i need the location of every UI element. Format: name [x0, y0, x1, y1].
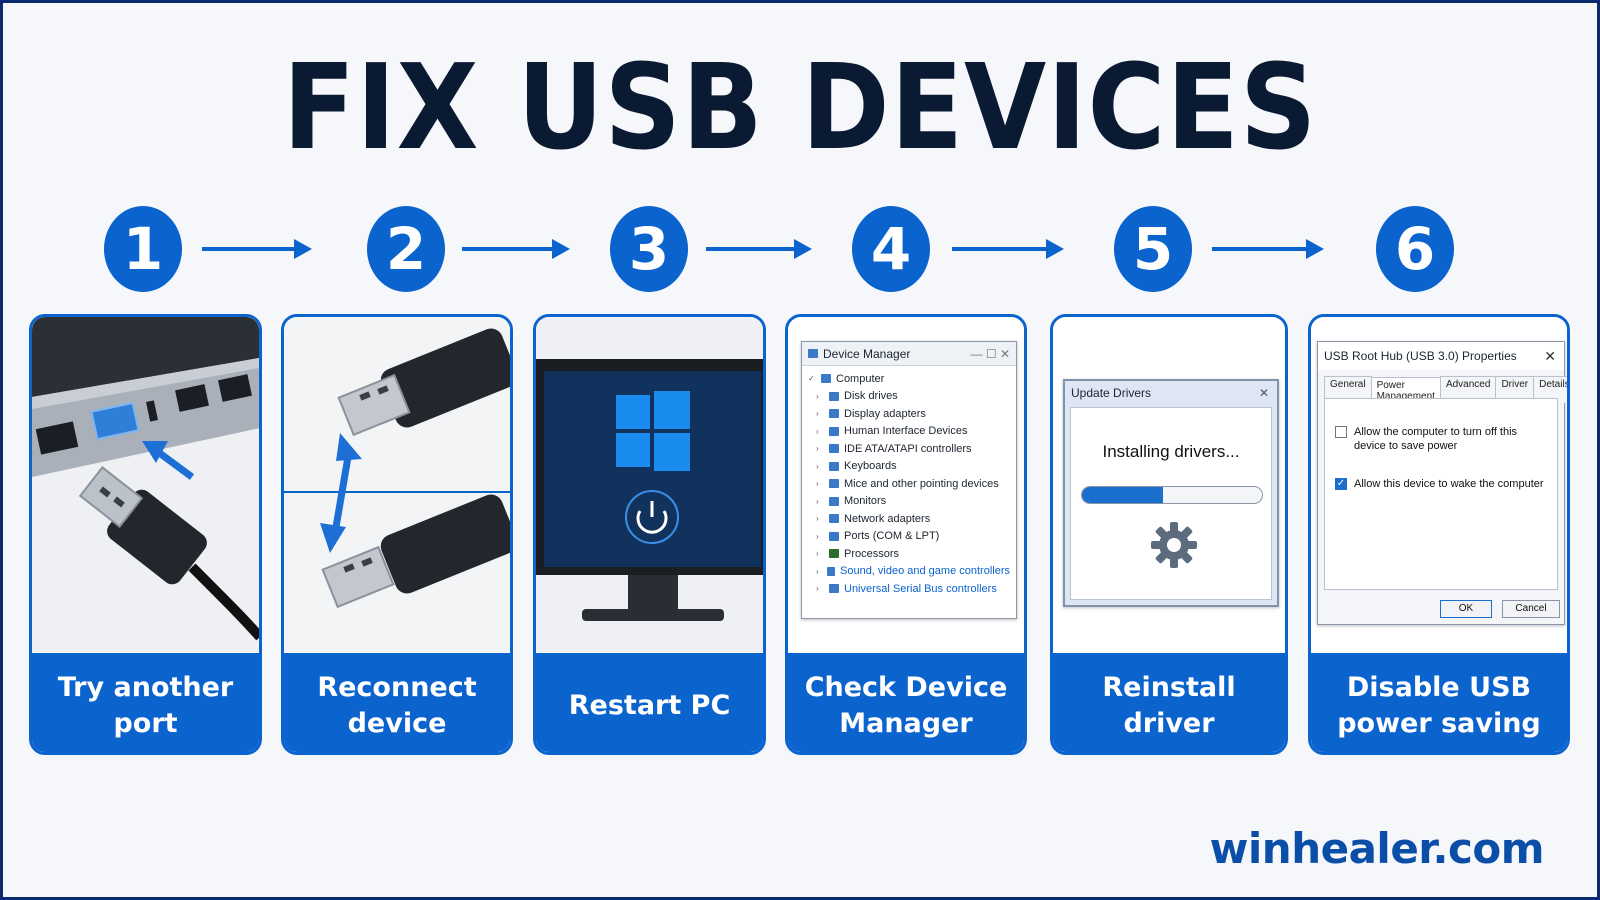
arrow-right-icon	[706, 239, 812, 259]
gear-icon	[1151, 522, 1197, 568]
device-tree-item[interactable]: ›Keyboards	[816, 460, 897, 473]
step-card-5: Update Drivers ✕ Installing drivers...	[1050, 314, 1288, 755]
update-drivers-dialog: Update Drivers ✕ Installing drivers...	[1063, 379, 1279, 607]
properties-title: USB Root Hub (USB 3.0) Properties	[1324, 349, 1517, 363]
update-drivers-titlebar: Update Drivers ✕	[1065, 381, 1277, 405]
step-label-5: Reinstall driver	[1053, 653, 1285, 752]
computer-icon	[821, 374, 831, 384]
properties-dialog: USB Root Hub (USB 3.0) Properties ✕ Gene…	[1317, 341, 1567, 625]
network-icon	[829, 514, 839, 524]
arrow-right-icon	[1212, 239, 1324, 259]
update-drivers-illustration: Update Drivers ✕ Installing drivers...	[1053, 317, 1285, 652]
processor-icon	[829, 549, 839, 559]
step-card-3: Restart PC	[533, 314, 766, 755]
cancel-button[interactable]: Cancel	[1502, 600, 1560, 618]
brand-name: winhealer.com	[1209, 824, 1545, 873]
step-number-4: 4	[852, 206, 930, 292]
progress-fill	[1082, 487, 1163, 503]
power-management-panel: Allow the computer to turn off this devi…	[1324, 398, 1558, 590]
device-tree-item[interactable]: ›Ports (COM & LPT)	[816, 530, 940, 543]
reconnect-illustration	[284, 317, 510, 652]
power-option-1: Allow the computer to turn off this devi…	[1335, 425, 1545, 453]
device-manager-titlebar: Device Manager — ☐ ✕	[802, 342, 1016, 366]
wake-checkbox[interactable]: ✓	[1335, 478, 1347, 490]
step-card-2: Reconnect device	[281, 314, 513, 755]
device-tree-item-usb[interactable]: ›Universal Serial Bus controllers	[816, 582, 997, 595]
device-tree-item[interactable]: ›Monitors	[816, 495, 887, 508]
properties-titlebar: USB Root Hub (USB 3.0) Properties ✕	[1318, 342, 1564, 370]
device-manager-title: Device Manager	[823, 346, 911, 361]
close-icon[interactable]: ✕	[1258, 386, 1269, 400]
installing-message: Installing drivers...	[1102, 442, 1240, 461]
monitor-illustration	[536, 317, 763, 652]
window-controls-icon: — ☐ ✕	[970, 346, 1010, 361]
step-card-6: USB Root Hub (USB 3.0) Properties ✕ Gene…	[1308, 314, 1570, 755]
step-label-3: Restart PC	[536, 653, 763, 752]
step-number-5: 5	[1114, 206, 1192, 292]
arrow-right-icon	[202, 239, 312, 259]
step-number-1: 1	[104, 206, 182, 292]
step-number-6: 6	[1376, 206, 1454, 292]
port-icon	[829, 531, 839, 541]
mouse-icon	[829, 479, 839, 489]
step-number-2: 2	[367, 206, 445, 292]
device-tree-item[interactable]: ›Display adapters	[816, 407, 926, 420]
device-manager-illustration: Device Manager — ☐ ✕ ✓Computer ›Disk dri…	[788, 317, 1024, 652]
wake-label: Allow this device to wake the computer	[1354, 478, 1544, 490]
close-icon[interactable]: ✕	[1544, 347, 1556, 364]
step-number-3: 3	[610, 206, 688, 292]
step-label-4: Check Device Manager	[788, 653, 1024, 752]
disk-icon	[829, 391, 839, 401]
page-title: FIX USB DEVICES	[282, 38, 1318, 176]
step-card-1: Try another port	[29, 314, 262, 755]
update-drivers-title: Update Drivers	[1071, 386, 1152, 400]
device-tree: ✓Computer ›Disk drives ›Display adapters…	[802, 366, 1016, 602]
device-manager-icon	[808, 349, 818, 358]
device-tree-item[interactable]: ›Mice and other pointing devices	[816, 477, 999, 490]
ok-button[interactable]: OK	[1440, 600, 1492, 618]
step-label-1: Try another port	[32, 653, 259, 752]
step-card-4: Device Manager — ☐ ✕ ✓Computer ›Disk dri…	[785, 314, 1027, 755]
display-icon	[829, 409, 839, 419]
arrow-right-icon	[952, 239, 1064, 259]
step-label-6: Disable USB power saving	[1311, 653, 1567, 752]
update-drivers-body: Installing drivers...	[1070, 407, 1272, 600]
monitor-icon	[829, 496, 839, 506]
device-tree-item[interactable]: ›Sound, video and game controllers	[816, 565, 1010, 578]
device-tree-item[interactable]: ›Human Interface Devices	[816, 425, 968, 438]
properties-illustration: USB Root Hub (USB 3.0) Properties ✕ Gene…	[1311, 317, 1567, 652]
usb-icon	[829, 584, 839, 594]
keyboard-icon	[829, 461, 839, 471]
turn-off-label: Allow the computer to turn off this devi…	[1354, 426, 1518, 452]
windows-logo-icon	[616, 391, 690, 471]
sound-icon	[827, 566, 835, 576]
arrow-right-icon	[462, 239, 570, 259]
progress-bar	[1081, 486, 1263, 504]
device-tree-root[interactable]: ✓Computer	[808, 372, 885, 385]
turn-off-checkbox[interactable]	[1335, 426, 1347, 438]
device-tree-item[interactable]: ›Network adapters	[816, 512, 931, 525]
device-tree-item[interactable]: ›Processors	[816, 547, 900, 560]
device-tree-item[interactable]: ›IDE ATA/ATAPI controllers	[816, 442, 972, 455]
step-label-2: Reconnect device	[284, 653, 510, 752]
device-manager-window: Device Manager — ☐ ✕ ✓Computer ›Disk dri…	[801, 341, 1017, 619]
usb-port-illustration	[32, 317, 259, 652]
device-tree-item[interactable]: ›Disk drives	[816, 390, 898, 403]
ide-icon	[829, 444, 839, 454]
hid-icon	[829, 426, 839, 436]
power-option-2: ✓ Allow this device to wake the computer	[1335, 477, 1545, 491]
